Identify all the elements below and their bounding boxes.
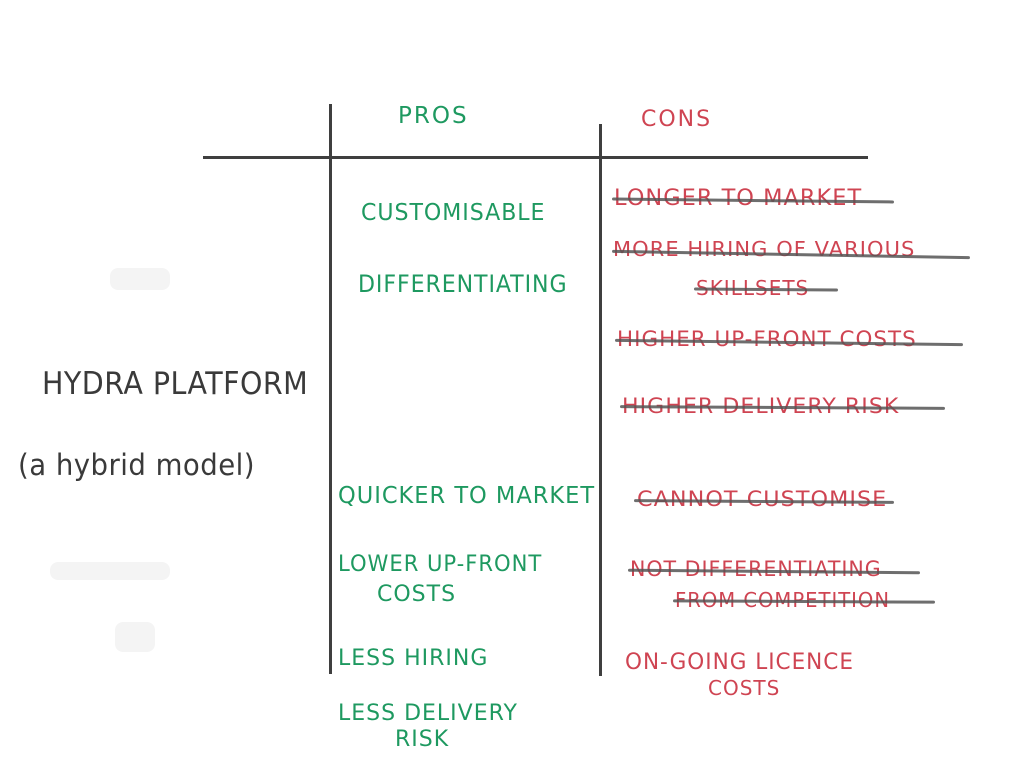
con-item: ON-GOING LICENCE — [625, 650, 854, 675]
pro-item: LESS HIRING — [338, 646, 489, 671]
header-divider-line — [203, 156, 868, 159]
pro-item: LESS DELIVERY — [338, 701, 518, 726]
faint-smudge — [110, 268, 170, 290]
platform-title: HYDRA PLATFORM — [42, 366, 309, 402]
pro-item: CUSTOMISABLE — [361, 200, 546, 226]
pro-item: LOWER UP-FRONT — [338, 552, 543, 577]
pro-item: QUICKER TO MARKET — [338, 483, 596, 509]
platform-subtitle: (a hybrid model) — [18, 448, 256, 482]
pro-item-continued: RISK — [395, 727, 450, 752]
pros-header: PROS — [398, 103, 469, 129]
pro-item-continued: COSTS — [377, 582, 457, 607]
con-item-continued: COSTS — [708, 676, 781, 700]
pro-item: DIFFERENTIATING — [358, 270, 568, 298]
con-item: CANNOT CUSTOMISE — [637, 487, 887, 511]
pros-column-left-line — [329, 104, 332, 674]
column-divider-line — [599, 124, 602, 676]
faint-smudge — [50, 562, 170, 580]
faint-smudge — [115, 622, 155, 652]
cons-header: CONS — [641, 107, 713, 132]
